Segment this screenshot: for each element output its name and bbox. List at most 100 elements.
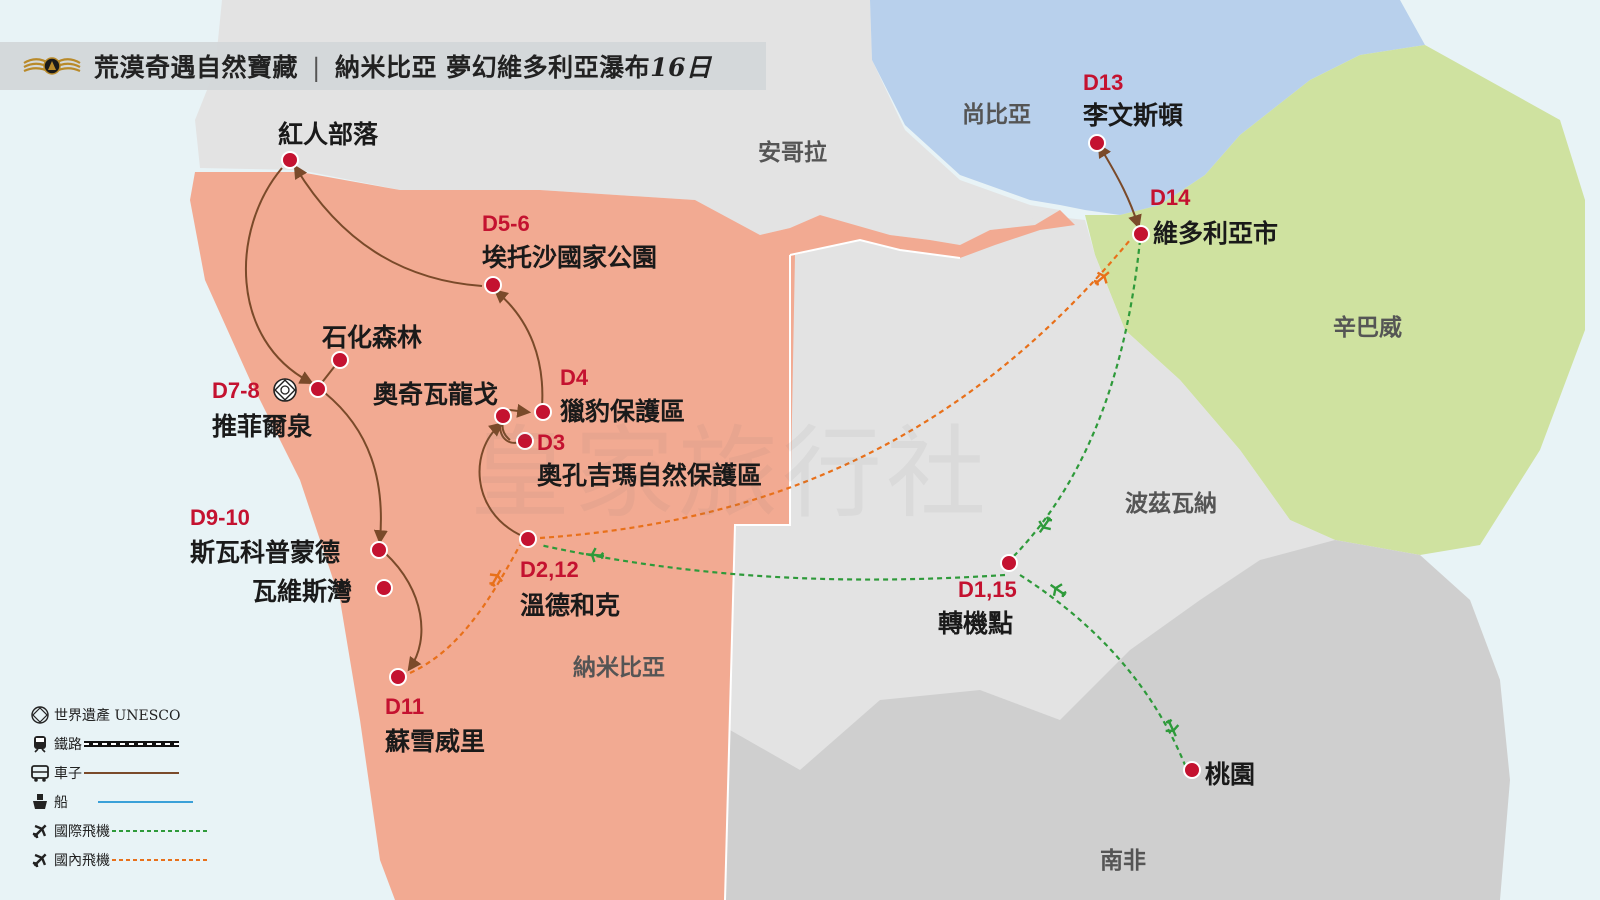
- day-label-victoria-falls: D14: [1150, 185, 1191, 210]
- marker-walvis-bay[interactable]: [375, 579, 393, 597]
- route-car-swakopmund-sossusvlei: [384, 552, 423, 672]
- plane-icon: [32, 852, 47, 867]
- city-label-walvis-bay: 瓦維斯灣: [252, 577, 353, 606]
- legend-label-domestic-flight: 國內飛機: [54, 852, 110, 869]
- city-label-sossusvlei: 蘇雪威里: [385, 727, 486, 756]
- route-car-livingstone-victoria: [1097, 143, 1142, 230]
- marker-victoria-falls[interactable]: [1132, 225, 1150, 243]
- city-label-livingstone: 李文斯頓: [1083, 101, 1184, 130]
- route-car-redrum-twyfelfontein: [245, 167, 314, 384]
- route-flight-transit-windhoek: [539, 543, 1006, 581]
- legend-item-car: 車子: [30, 758, 230, 787]
- country-label-angola: 安哥拉: [758, 139, 827, 166]
- country-label-zambia: 尚比亞: [962, 101, 1031, 128]
- plane-icon: [1038, 516, 1053, 534]
- country-label-zimbabwe: 辛巴威: [1333, 314, 1402, 341]
- route-car-windhoek-okavango: [478, 422, 521, 536]
- legend-label-unesco: 世界遺產 UNESCO: [54, 707, 181, 724]
- legend-label-intl-flight: 國際飛機: [54, 823, 110, 840]
- city-label-okonjima: 奧孔吉瑪自然保護區: [537, 461, 763, 490]
- country-label-namibia: 納米比亞: [573, 654, 665, 681]
- city-label-twyfelfontein: 推菲爾泉: [212, 412, 313, 441]
- watermark-text: 皇家旅行社: [470, 415, 990, 532]
- day-label-transit: D1,15: [958, 577, 1017, 602]
- car-line-sample: [84, 771, 179, 774]
- city-label-victoria-falls: 維多利亞市: [1153, 219, 1279, 248]
- city-label-petrified-forest: 石化森林: [322, 323, 423, 352]
- city-label-cheetah: 獵豹保護區: [560, 397, 686, 426]
- train-icon: [34, 735, 46, 753]
- day-label-windhoek: D2,12: [520, 557, 579, 582]
- marker-swakopmund[interactable]: [370, 541, 388, 559]
- title-bar: 荒漠奇遇自然寶藏 | 納米比亞 夢幻維多利亞瀑布16日: [0, 42, 766, 90]
- airline-logo: [23, 57, 81, 75]
- unesco-icon: [31, 705, 49, 724]
- country-label-botswana: 波茲瓦納: [1125, 490, 1217, 517]
- route-car-cheetah-etosha: [493, 289, 544, 408]
- intl-flight-line-sample: [112, 829, 207, 832]
- domestic-flight-line-sample: [112, 858, 207, 861]
- plane-icon: [32, 823, 47, 838]
- marker-sossusvlei[interactable]: [389, 668, 407, 686]
- page-title: 荒漠奇遇自然寶藏 | 納米比亞 夢幻維多利亞瀑布16日: [94, 48, 711, 84]
- route-car-twyfelfontein-swakopmund: [324, 392, 388, 545]
- boat-line-sample: [98, 800, 193, 803]
- title-main: 荒漠奇遇自然寶藏: [94, 53, 299, 82]
- city-label-taoyuan: 桃園: [1205, 760, 1256, 789]
- marker-twyfelfontein[interactable]: [309, 380, 327, 398]
- city-label-swakopmund: 斯瓦科普蒙德: [190, 538, 341, 567]
- marker-red-drum[interactable]: [281, 151, 299, 169]
- day-label-cheetah: D4: [560, 365, 589, 390]
- marker-okavango[interactable]: [494, 407, 512, 425]
- day-label-twyfelfontein: D7-8: [212, 378, 260, 403]
- legend-label-boat: 船: [54, 794, 68, 811]
- bus-icon: [31, 764, 49, 782]
- title-separator: |: [312, 53, 321, 82]
- map-legend: 世界遺產 UNESCO 鐵路 車子 船: [30, 700, 230, 874]
- route-flight-sossusvlei-windhoek: [409, 544, 521, 674]
- title-days: 16日: [650, 53, 712, 82]
- boat-icon: [33, 793, 47, 809]
- zambia-region: [870, 0, 1425, 215]
- marker-transit[interactable]: [1000, 554, 1018, 572]
- day-label-sossusvlei: D11: [385, 694, 425, 719]
- marker-windhoek[interactable]: [519, 530, 537, 548]
- plane-icon: [489, 569, 504, 587]
- day-label-swakopmund: D9-10: [190, 505, 250, 530]
- namibia-region: [190, 172, 1075, 900]
- south-africa-region: [720, 540, 1510, 900]
- route-flight-victoria-transit: [1009, 239, 1142, 561]
- plane-icon: [1049, 583, 1067, 598]
- unesco-icon: [273, 378, 297, 402]
- rail-line-sample: [84, 740, 179, 747]
- route-car-etosha-redrum: [293, 164, 483, 287]
- legend-item-rail: 鐵路: [30, 729, 230, 758]
- route-flight-transit-taoyuan: [1019, 574, 1187, 766]
- city-label-etosha: 埃托沙國家公園: [482, 243, 658, 272]
- city-label-windhoek: 溫德和克: [520, 591, 621, 620]
- plane-icon: [1165, 718, 1180, 737]
- legend-label-car: 車子: [54, 765, 82, 782]
- legend-item-unesco: 世界遺產 UNESCO: [30, 700, 230, 729]
- city-label-transit: 轉機點: [938, 609, 1014, 638]
- plane-icon: [585, 547, 605, 563]
- marker-petrified-forest[interactable]: [331, 351, 349, 369]
- city-label-red-drum: 紅人部落: [278, 120, 379, 149]
- marker-taoyuan[interactable]: [1183, 761, 1201, 779]
- day-label-etosha: D5-6: [482, 211, 530, 236]
- title-sub: 納米比亞 夢幻維多利亞瀑布: [334, 53, 651, 82]
- legend-item-domestic-flight: 國內飛機: [30, 845, 230, 874]
- marker-cheetah[interactable]: [534, 403, 552, 421]
- marker-okonjima[interactable]: [516, 432, 534, 450]
- legend-item-intl-flight: 國際飛機: [30, 816, 230, 845]
- legend-label-rail: 鐵路: [54, 736, 82, 753]
- day-label-livingstone: D13: [1083, 70, 1124, 95]
- marker-livingstone[interactable]: [1088, 134, 1106, 152]
- day-label-okonjima: D3: [537, 430, 566, 455]
- zimbabwe-region: [1085, 45, 1585, 555]
- marker-etosha[interactable]: [484, 276, 502, 294]
- legend-item-boat: 船: [30, 787, 230, 816]
- country-label-south-africa: 南非: [1100, 847, 1146, 874]
